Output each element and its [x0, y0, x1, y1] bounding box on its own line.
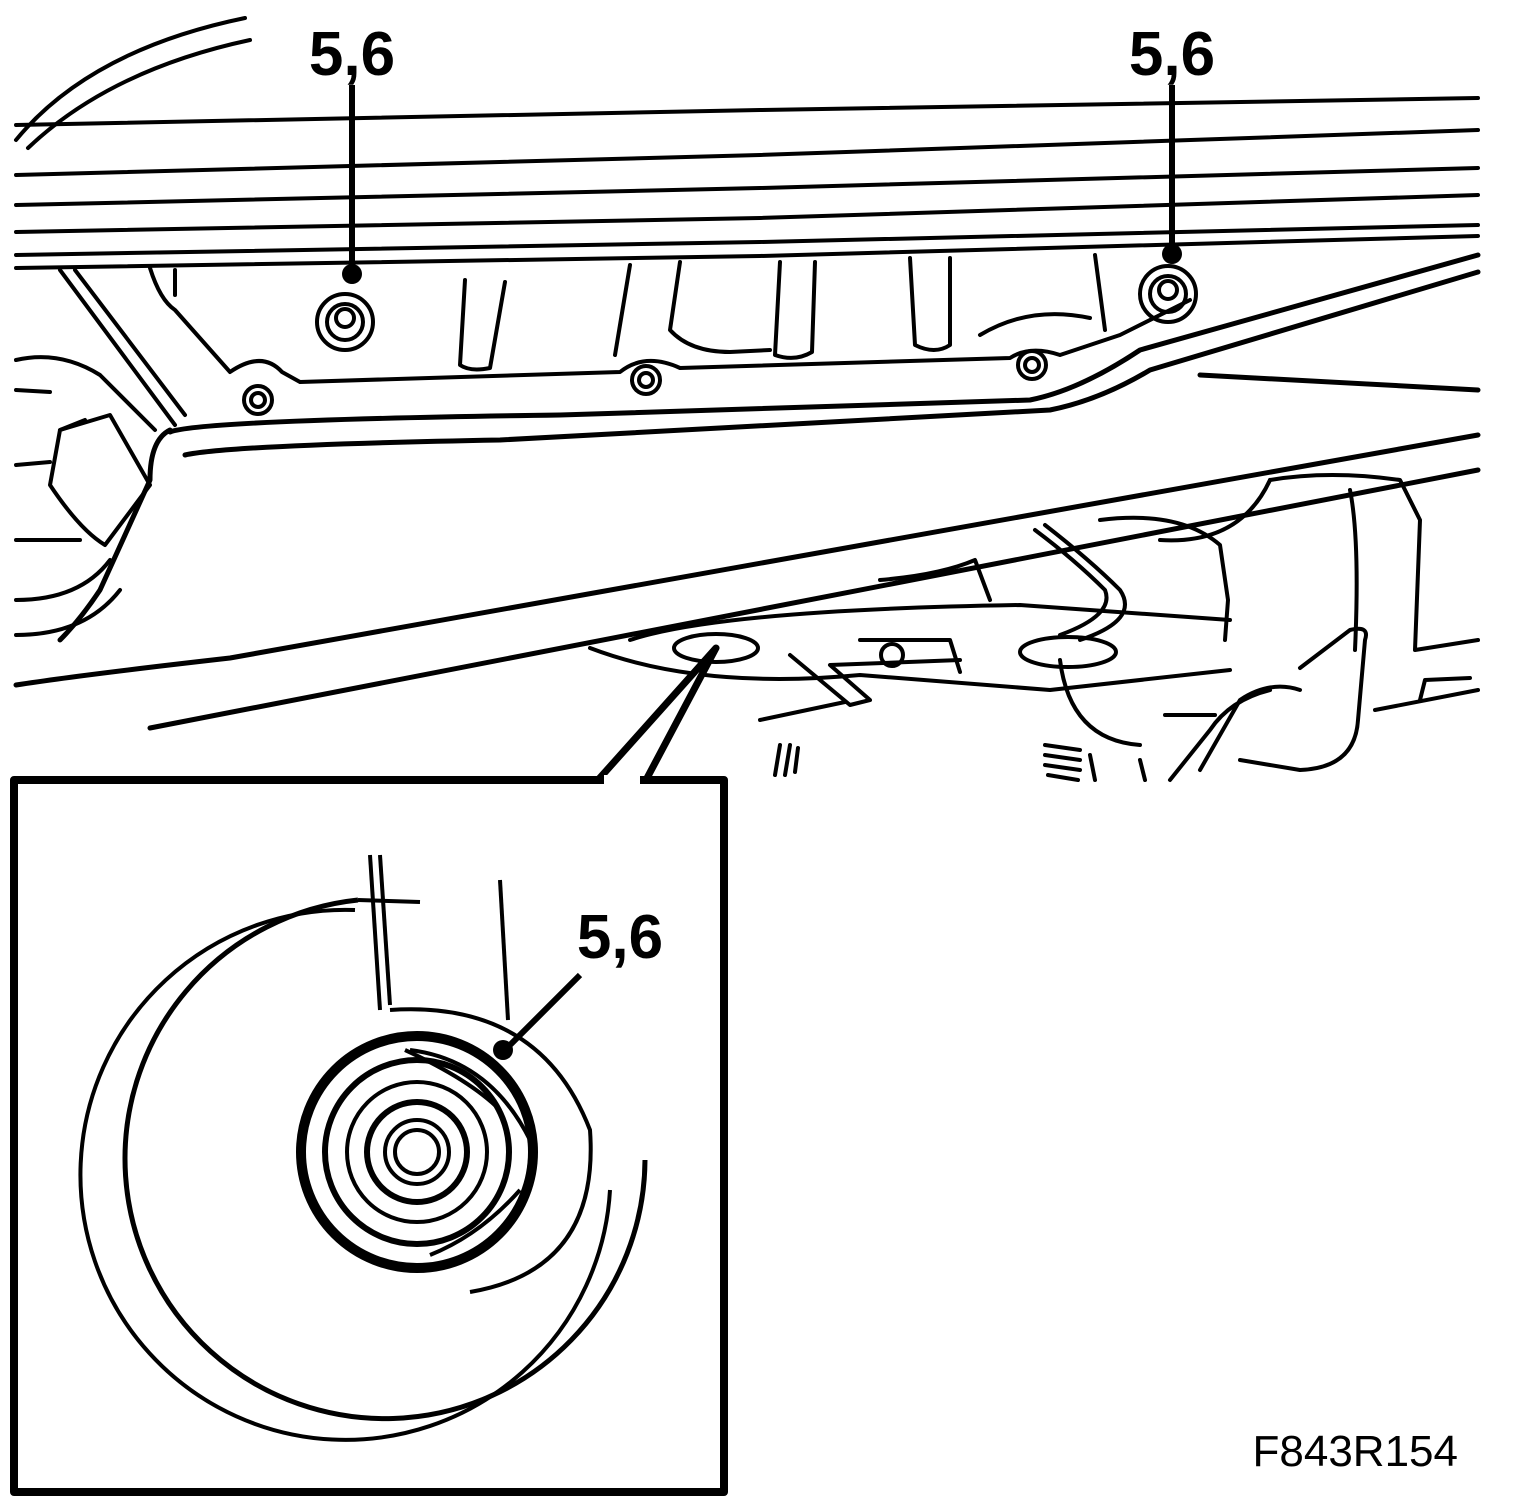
detail-inset [10, 644, 728, 1496]
callout-label-bolt-left: 5,6 [309, 20, 395, 89]
body-contour-arc [26, 38, 252, 150]
threaded-stubs [773, 743, 1082, 782]
left-bracket [14, 268, 187, 637]
inset-pointer [595, 644, 720, 783]
magnified-bolt [78, 854, 648, 1442]
callout-label-bolt-right: 5,6 [1129, 20, 1215, 89]
underbody-main-view [13, 16, 1481, 782]
body-rails [14, 96, 1480, 270]
body-contour-arc [14, 16, 247, 142]
pan-bolts [242, 349, 1048, 416]
lower-assembly [588, 473, 1480, 782]
inset-frame [10, 776, 728, 1496]
callout-label-bolt-detail: 5,6 [577, 903, 663, 972]
detail-leader [507, 972, 583, 1048]
figure-code: F843R154 [1253, 1427, 1458, 1476]
bolt-left [315, 292, 375, 352]
subframe-beam [13, 252, 1481, 731]
pan-ribs [173, 253, 1107, 372]
bolt-right [1138, 264, 1198, 324]
callout-leaders [342, 85, 1182, 284]
